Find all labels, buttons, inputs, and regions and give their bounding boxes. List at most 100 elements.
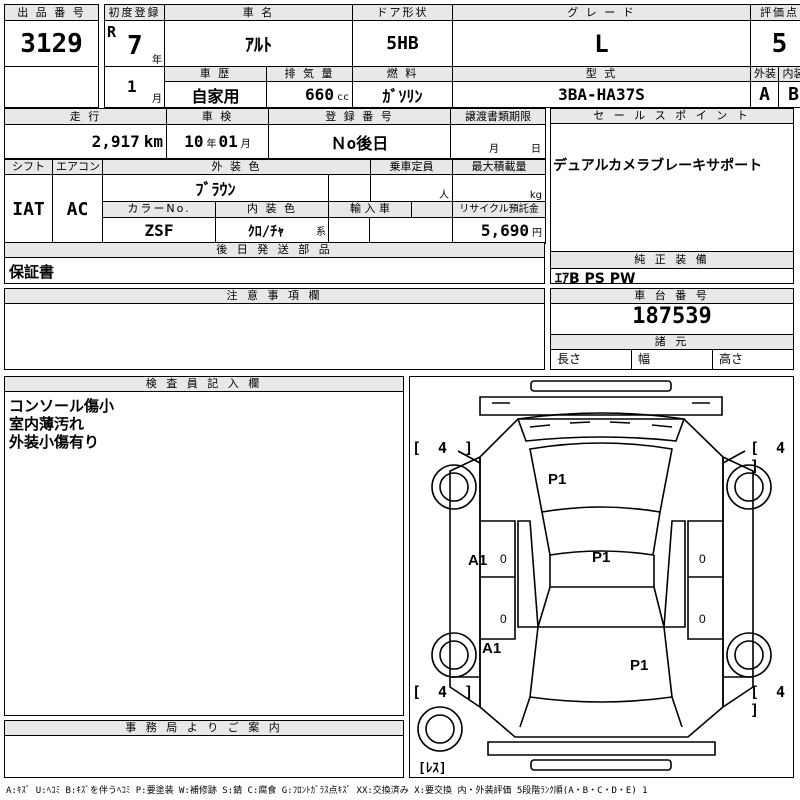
damage-mark-rear: P1 (630, 657, 649, 674)
spec-label: 諸 元 (551, 334, 793, 350)
first-registration-year: R 7 年 (104, 20, 165, 67)
year-unit: 年 (152, 55, 162, 66)
displacement-unit: cc (336, 92, 349, 103)
tire-rear-right: [ 4 ] (750, 683, 790, 719)
inspection-year: 10 (184, 132, 204, 151)
later-parts-label: 後 日 発 送 部 品 (5, 243, 544, 258)
displacement-label: 排 気 量 (266, 66, 353, 82)
aircon-label: エアコン (52, 159, 103, 175)
tire-front-right: [ 4 ] (750, 439, 790, 475)
zero-mark-2: 0 (699, 552, 706, 566)
fuel-label: 燃 料 (352, 66, 453, 82)
car-name-label: 車 名 (164, 4, 353, 21)
displacement-value: 660 (305, 85, 334, 104)
car-diagram (417, 380, 772, 771)
mileage-value: 2,917 (91, 132, 140, 151)
first-registration-label: 初度登録 (104, 4, 165, 21)
import-label: 輸 入 車 (330, 202, 412, 217)
transfer-day-unit: 日 (531, 144, 541, 155)
genuine-equipment-label: 純 正 装 備 (551, 251, 793, 269)
inspector-line-1: コンソール傷小 (9, 397, 115, 415)
interior-grade: B (778, 81, 800, 108)
exterior-color: ﾌﾞﾗｳﾝ (102, 174, 329, 202)
chassis-box: 車 台 番 号 187539 諸 元 長さ 幅 高さ (550, 288, 794, 370)
inspection-label: 車 検 (166, 108, 269, 125)
color-number-label: カラーNo. (104, 202, 216, 217)
later-parts-box: 後 日 発 送 部 品 保証書 (4, 242, 545, 284)
color-number-cell: ZSF ｸﾛ/ﾁｬ 系 (102, 217, 329, 244)
color-table: シフト エアコン 外 装 色 乗車定員 最大積載量 IAT AC ﾌﾞﾗｳﾝ 人… (4, 159, 546, 244)
interior-label: 内装 (778, 66, 800, 82)
model-label: 型 式 (452, 66, 751, 82)
chassis-number-label: 車 台 番 号 (551, 289, 793, 304)
model: 3BA-HA37S (452, 81, 751, 108)
interior-color: ｸﾛ/ﾁｬ (247, 223, 285, 240)
office-label: 事 務 局 よ り ご 案 内 (5, 721, 403, 736)
car-name: ｱﾙﾄ (164, 20, 353, 67)
length-label: 長さ (551, 349, 632, 370)
capacity: 人 (370, 174, 453, 202)
width-label: 幅 (632, 349, 713, 370)
lot-number-label: 出 品 番 号 (4, 4, 99, 21)
exterior-color-label: 外 装 色 (102, 159, 371, 175)
recycle-value: 5,690 (480, 221, 529, 240)
sales-point-box: セ ー ル ス ポ イ ン ト デュアルカメラブレーキサポート 純 正 装 備 … (550, 108, 794, 287)
sales-point-label: セ ー ル ス ポ イ ン ト (551, 109, 793, 124)
zero-mark-1: 0 (500, 552, 507, 566)
height-label: 高さ (719, 352, 744, 366)
era-text: R (107, 23, 117, 41)
mileage-label: 走 行 (4, 108, 167, 125)
aircon: AC (52, 174, 103, 244)
grade: L (452, 20, 751, 67)
chassis-number: 187539 (632, 304, 712, 329)
inspection-month: 01 (218, 132, 238, 151)
zero-mark-4: 0 (699, 612, 706, 626)
score-label: 評価点 (750, 4, 800, 21)
recycle-unit: 円 (532, 228, 542, 239)
damage-mark-hood: P1 (548, 471, 567, 488)
sales-point: デュアルカメラブレーキサポート (553, 158, 763, 174)
notes-label: 注 意 事 項 欄 (5, 289, 544, 304)
registration-number: Ｎo後日 (268, 124, 451, 159)
max-load: kg (452, 174, 546, 202)
legend: A:ｷｽﾞ U:ﾍｺﾐ B:ｷｽﾞを伴うﾍｺﾐ P:要塗装 W:補修跡 S:錆 … (6, 786, 648, 796)
inspection-year-unit: 年 (206, 139, 217, 150)
grade-label: グ レ ー ド (452, 4, 751, 21)
notes-box: 注 意 事 項 欄 (4, 288, 545, 370)
color-number-label-cell: カラーNo. 内 装 色 (102, 201, 329, 218)
exterior-label: 外装 (750, 66, 779, 82)
color-number: ZSF (104, 218, 216, 243)
registration-number-label: 登 録 番 号 (268, 108, 451, 125)
spec-row: 長さ 幅 高さ (551, 349, 793, 370)
shift: IAT (4, 174, 53, 244)
max-load-label: 最大積載量 (452, 159, 546, 175)
transfer-deadline: 月 日 (450, 124, 546, 159)
month-value: 1 (127, 77, 137, 96)
lot-number: 3129 (4, 20, 99, 67)
header-table: 出 品 番 号 初度登録 車 名 ドア形状 グ レ ー ド 評価点 3129 R… (4, 4, 800, 108)
shift-label: シフト (4, 159, 53, 175)
interior-color-unit: 系 (316, 227, 326, 238)
import-cell (328, 217, 453, 244)
recycle-label: リサイクル預託金 (452, 201, 546, 218)
exterior-grade: A (750, 81, 779, 108)
tire-rear-left: [ 4 ] (412, 683, 478, 701)
month-unit: 月 (152, 94, 162, 105)
mileage-unit: km (143, 132, 163, 151)
history: 自家用 (164, 81, 267, 108)
inspector-line-2: 室内薄汚れ (9, 415, 85, 433)
capacity-label: 乗車定員 (370, 159, 453, 175)
office-box: 事 務 局 よ り ご 案 内 (4, 720, 404, 778)
inspector-line-3: 外装小傷有り (9, 433, 100, 451)
interior-color-label: 内 装 色 (247, 202, 297, 216)
car-diagram-box: P1 A1 P1 A1 P1 0 0 0 0 [ 4 ] [ 4 ] [ 4 ]… (409, 376, 794, 778)
damage-mark-roof: P1 (592, 549, 611, 566)
inspection-month-unit: 月 (240, 139, 251, 150)
genuine-equipment: ｴｱB PS PW (555, 271, 636, 287)
first-registration-month: 1 月 (104, 66, 165, 108)
